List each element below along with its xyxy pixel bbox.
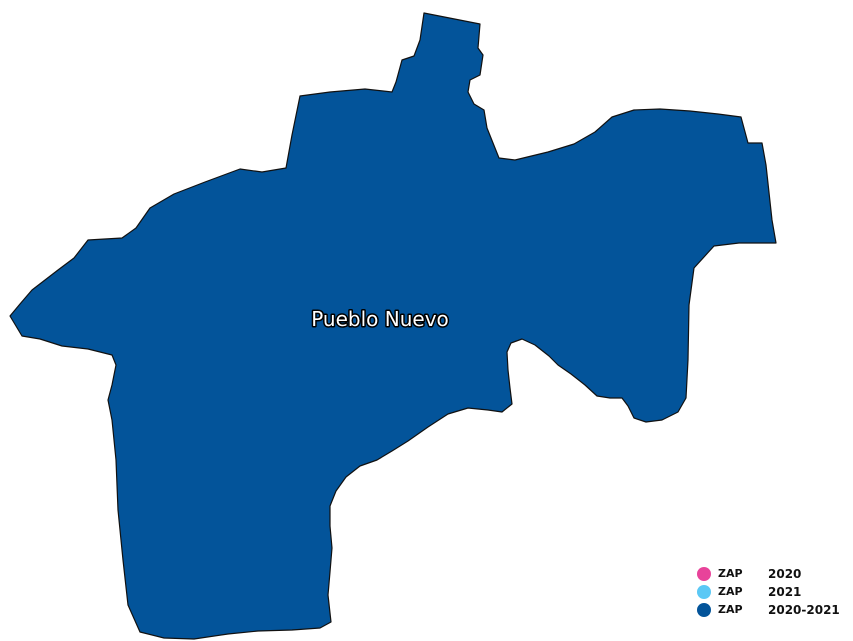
legend-code: ZAP (718, 603, 743, 616)
legend-swatch-2020 (697, 567, 711, 581)
legend-code: ZAP (718, 567, 743, 580)
legend-swatch-2021 (697, 585, 711, 599)
legend-year: 2020-2021 (768, 603, 840, 617)
region-label: Pueblo Nuevo (311, 307, 449, 331)
pueblo-nuevo-region[interactable] (9, 12, 777, 640)
legend-year: 2021 (768, 585, 802, 599)
legend-code: ZAP (718, 585, 743, 598)
legend-year: 2020 (768, 567, 802, 581)
legend-item-2020: ZAP 2020 (697, 565, 847, 583)
map-legend: ZAP 2020 ZAP 2021 ZAP 2020-2021 (697, 565, 847, 619)
legend-swatch-2020-2021 (697, 603, 711, 617)
legend-item-2021: ZAP 2021 (697, 583, 847, 601)
legend-item-2020-2021: ZAP 2020-2021 (697, 601, 847, 619)
